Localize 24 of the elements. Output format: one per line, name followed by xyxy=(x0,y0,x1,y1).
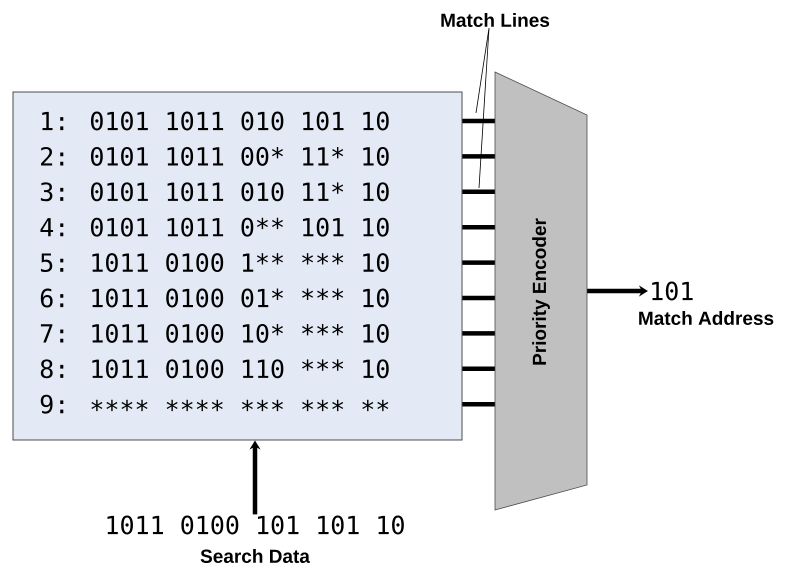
table-row: 1: 0101 1011 010 101 10 xyxy=(42,112,389,130)
input-text: 1011 0100 101 101 10 Search Data xyxy=(108,516,404,563)
match-line xyxy=(462,296,495,300)
match-line xyxy=(462,331,495,336)
callout-text: Match Lines xyxy=(441,13,550,27)
table-row: 3: 0101 1011 010 11* 10 xyxy=(40,182,389,202)
table-row: 6: 1011 0100 01* *** 10 xyxy=(40,288,389,308)
match-line xyxy=(462,366,495,372)
match-line xyxy=(462,118,495,124)
leader-line xyxy=(478,28,490,188)
leader-line xyxy=(476,28,490,114)
table-row: 4: 0101 1011 0** 101 10 xyxy=(40,218,389,237)
match-line xyxy=(462,224,495,230)
table-row: 7: 1011 0100 10* *** 10 xyxy=(40,324,389,343)
match-line xyxy=(462,190,495,194)
output-text: 101 Match Address xyxy=(639,282,774,325)
table-row: 9: ∗∗∗∗ ∗∗∗∗ ∗∗∗ ∗∗∗ ∗∗ xyxy=(40,394,388,414)
match-line xyxy=(462,154,495,159)
table-row: 8: 1011 0100 110 *** 10 xyxy=(40,359,389,378)
table-box xyxy=(12,92,462,440)
table-row: 5: 1011 0100 1** *** 10 xyxy=(40,253,389,272)
match-line xyxy=(462,260,495,265)
table-row: 2: 0101 1011 00* 11* 10 xyxy=(41,146,389,166)
match-line xyxy=(462,402,495,406)
